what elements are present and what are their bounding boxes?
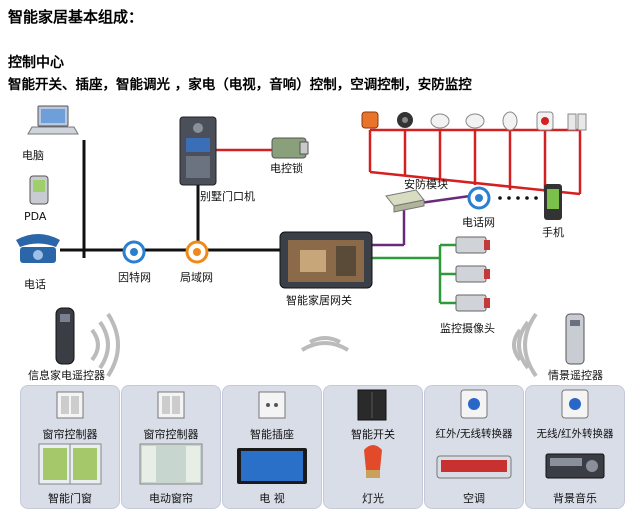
- tv-icon: [237, 448, 307, 484]
- card-smart-switch: 智能开关 灯光: [323, 385, 423, 509]
- pda-label: PDA: [24, 210, 47, 223]
- gateway-panel-icon: [279, 231, 373, 289]
- scene-remote-icon: [565, 313, 585, 365]
- internet-node-icon: [122, 240, 146, 264]
- phone-network-icon: [467, 186, 491, 210]
- curtain-switch-icon: [157, 391, 185, 419]
- switch-icon: [357, 389, 387, 421]
- page-heading: 智能家居基本组成：: [8, 8, 144, 26]
- card-bottom-label: 电 视: [259, 492, 285, 505]
- lan-label: 局域网: [180, 271, 213, 284]
- mobile-label: 手机: [542, 226, 564, 239]
- card-bottom-label: 智能门窗: [48, 492, 92, 505]
- curtain-switch-icon: [56, 391, 84, 419]
- wireless-converter-icon: [561, 389, 589, 419]
- door-intercom-icon: [179, 116, 217, 186]
- air-conditioner-icon: [436, 455, 512, 479]
- lan-node-icon: [185, 240, 209, 264]
- ir-remote-icon: [55, 307, 75, 365]
- card-top-label: 红外/无线转换器: [435, 428, 513, 440]
- smoke-detector-icon: [430, 113, 450, 129]
- telephone-label: 电话: [24, 278, 46, 291]
- socket-icon: [258, 391, 286, 419]
- pda-icon: [29, 175, 49, 205]
- card-bottom-label: 空调: [463, 492, 485, 505]
- gateway-label: 智能家居网关: [286, 294, 352, 307]
- card-bottom-label: 电动窗帘: [149, 492, 193, 505]
- card-top-label: 窗帘控制器: [143, 428, 199, 441]
- card-background-music: 无线/红外转换器 背景音乐: [525, 385, 625, 509]
- camera-label: 监控摄像头: [440, 322, 495, 335]
- electric-lock-label: 电控锁: [270, 162, 303, 175]
- computer-label: 电脑: [22, 149, 44, 162]
- phone-network-label: 电话网: [462, 216, 495, 229]
- villa-door-label: 别墅门口机: [200, 190, 255, 203]
- curtain-icon: [139, 443, 203, 485]
- window-icon: [38, 443, 102, 485]
- electric-lock-icon: [271, 137, 309, 159]
- card-smart-socket: 智能插座 电 视: [222, 385, 322, 509]
- telephone-icon: [16, 234, 60, 263]
- security-camera-icon: [455, 236, 490, 312]
- card-top-label: 无线/红外转换器: [536, 428, 614, 440]
- description-text: 智能开关、插座，智能调光 ，家电（电视，音响）控制，空调控制，安防监控: [8, 77, 472, 93]
- control-center-heading: 控制中心: [8, 55, 64, 71]
- card-electric-curtain: 窗帘控制器 电动窗帘: [121, 385, 221, 509]
- internet-label: 因特网: [118, 271, 151, 284]
- motion-sensor-icon: [502, 111, 518, 131]
- ir-converter-icon: [460, 389, 488, 419]
- camera-sensor-icon: [397, 112, 413, 128]
- card-smart-window: 窗帘控制器 智能门窗: [20, 385, 120, 509]
- mobile-phone-icon: [544, 184, 562, 220]
- card-top-label: 窗帘控制器: [42, 428, 98, 441]
- stereo-icon: [545, 453, 605, 479]
- gas-detector-icon: [465, 113, 485, 129]
- door-sensor-icon: [567, 113, 587, 131]
- alarm-siren-icon: [361, 111, 379, 129]
- card-top-label: 智能插座: [250, 428, 294, 441]
- card-bottom-label: 背景音乐: [553, 492, 597, 505]
- card-bottom-label: 灯光: [362, 492, 384, 505]
- scene-remote-label: 情景遥控器: [548, 369, 603, 382]
- card-air-conditioner: 红外/无线转换器 空调: [424, 385, 524, 509]
- wireless-signal-icon: [90, 312, 538, 378]
- laptop-icon: [27, 105, 79, 135]
- emergency-button-icon: [536, 111, 554, 131]
- card-top-label: 智能开关: [351, 428, 395, 441]
- security-module-label: 安防模块: [404, 178, 448, 191]
- security-module-icon: [385, 189, 425, 213]
- light-bulb-icon: [364, 445, 382, 478]
- ir-remote-label: 信息家电遥控器: [28, 369, 105, 382]
